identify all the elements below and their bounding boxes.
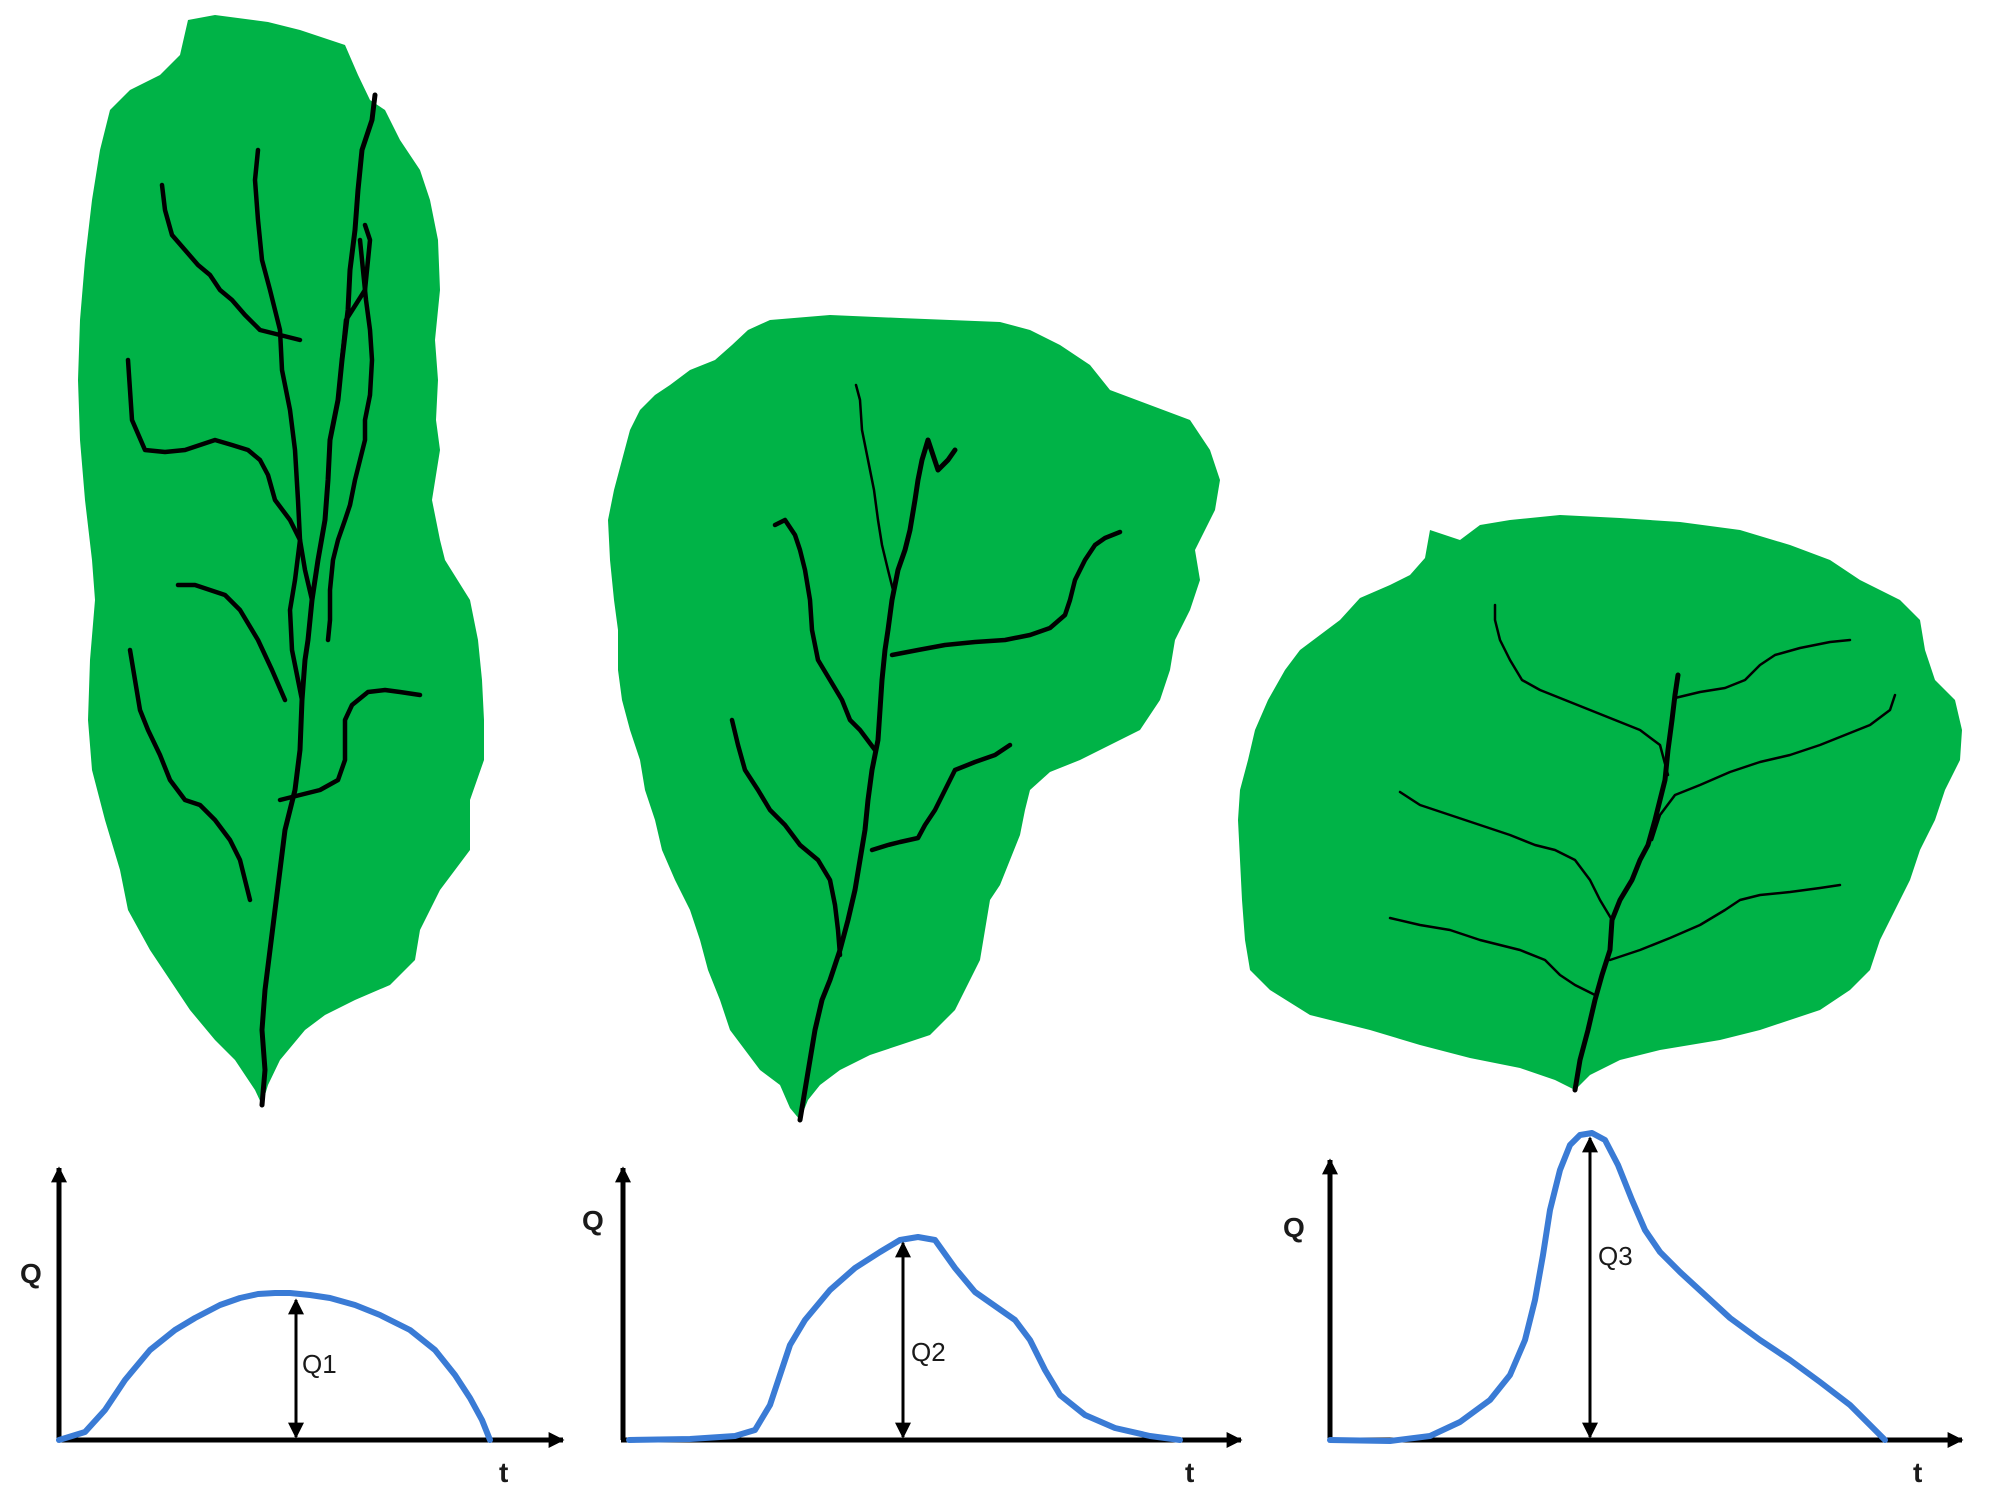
hydrograph-1-x-axis-label: t bbox=[499, 1457, 508, 1488]
basin-2-tributary bbox=[729, 717, 843, 958]
hydrograph-2-peak-label: Q2 bbox=[911, 1337, 946, 1367]
basin-3-tributary bbox=[1650, 693, 1897, 842]
basin-2-shape bbox=[608, 315, 1220, 1120]
hydrograph-1-peak-label: Q1 bbox=[302, 1349, 337, 1379]
basin-1 bbox=[78, 15, 484, 1108]
basin-2-tributary bbox=[869, 742, 1013, 853]
basin-2-main-channel bbox=[797, 437, 958, 1123]
hydrograph-2-curve bbox=[626, 1234, 1183, 1443]
basin-3-main-channel bbox=[1572, 672, 1681, 1093]
basin-3-tributary bbox=[1388, 916, 1597, 997]
hydrograph-1: Q t Q1 bbox=[20, 1166, 565, 1488]
basin-3-tributary bbox=[1608, 883, 1842, 962]
basin-1-tributary bbox=[325, 237, 375, 643]
hydrograph-2-y-axis-label: Q bbox=[582, 1205, 604, 1236]
hydrograph-1-curve bbox=[56, 1290, 493, 1443]
hydrograph-3-curve bbox=[1327, 1130, 1888, 1444]
hydrograph-3-y-axis-label: Q bbox=[1283, 1212, 1305, 1243]
basin-1-tributary bbox=[127, 647, 253, 903]
basin-2-tributary bbox=[889, 529, 1123, 658]
basin-3-shape bbox=[1238, 515, 1962, 1090]
basin-1-tributary bbox=[277, 687, 423, 803]
basin-3-tributary bbox=[1493, 603, 1670, 777]
hydrograph-3-x-axis-label: t bbox=[1913, 1457, 1922, 1488]
hydrograph-3: Q t Q3 bbox=[1283, 1130, 1964, 1488]
hydrograph-2: Q t Q2 bbox=[582, 1166, 1243, 1488]
basin-3-tributary bbox=[1673, 638, 1852, 700]
basin-1-shape bbox=[78, 15, 484, 1105]
basin-2-tributary bbox=[854, 383, 895, 592]
hydrograph-3-peak-label: Q3 bbox=[1598, 1241, 1633, 1271]
basin-2 bbox=[608, 315, 1220, 1123]
basin-1-tributary bbox=[125, 357, 315, 603]
basin-1-tributary bbox=[252, 147, 305, 703]
basin-1-tributary bbox=[175, 582, 288, 703]
basin-3-tributary bbox=[1398, 790, 1614, 922]
hydrograph-1-y-axis-label: Q bbox=[20, 1258, 42, 1289]
basin-3 bbox=[1238, 515, 1962, 1093]
basin-1-tributary bbox=[339, 222, 373, 363]
hydrograph-2-x-axis-label: t bbox=[1185, 1457, 1194, 1488]
basin-1-tributary bbox=[159, 182, 303, 343]
basin-2-tributary bbox=[772, 517, 878, 753]
